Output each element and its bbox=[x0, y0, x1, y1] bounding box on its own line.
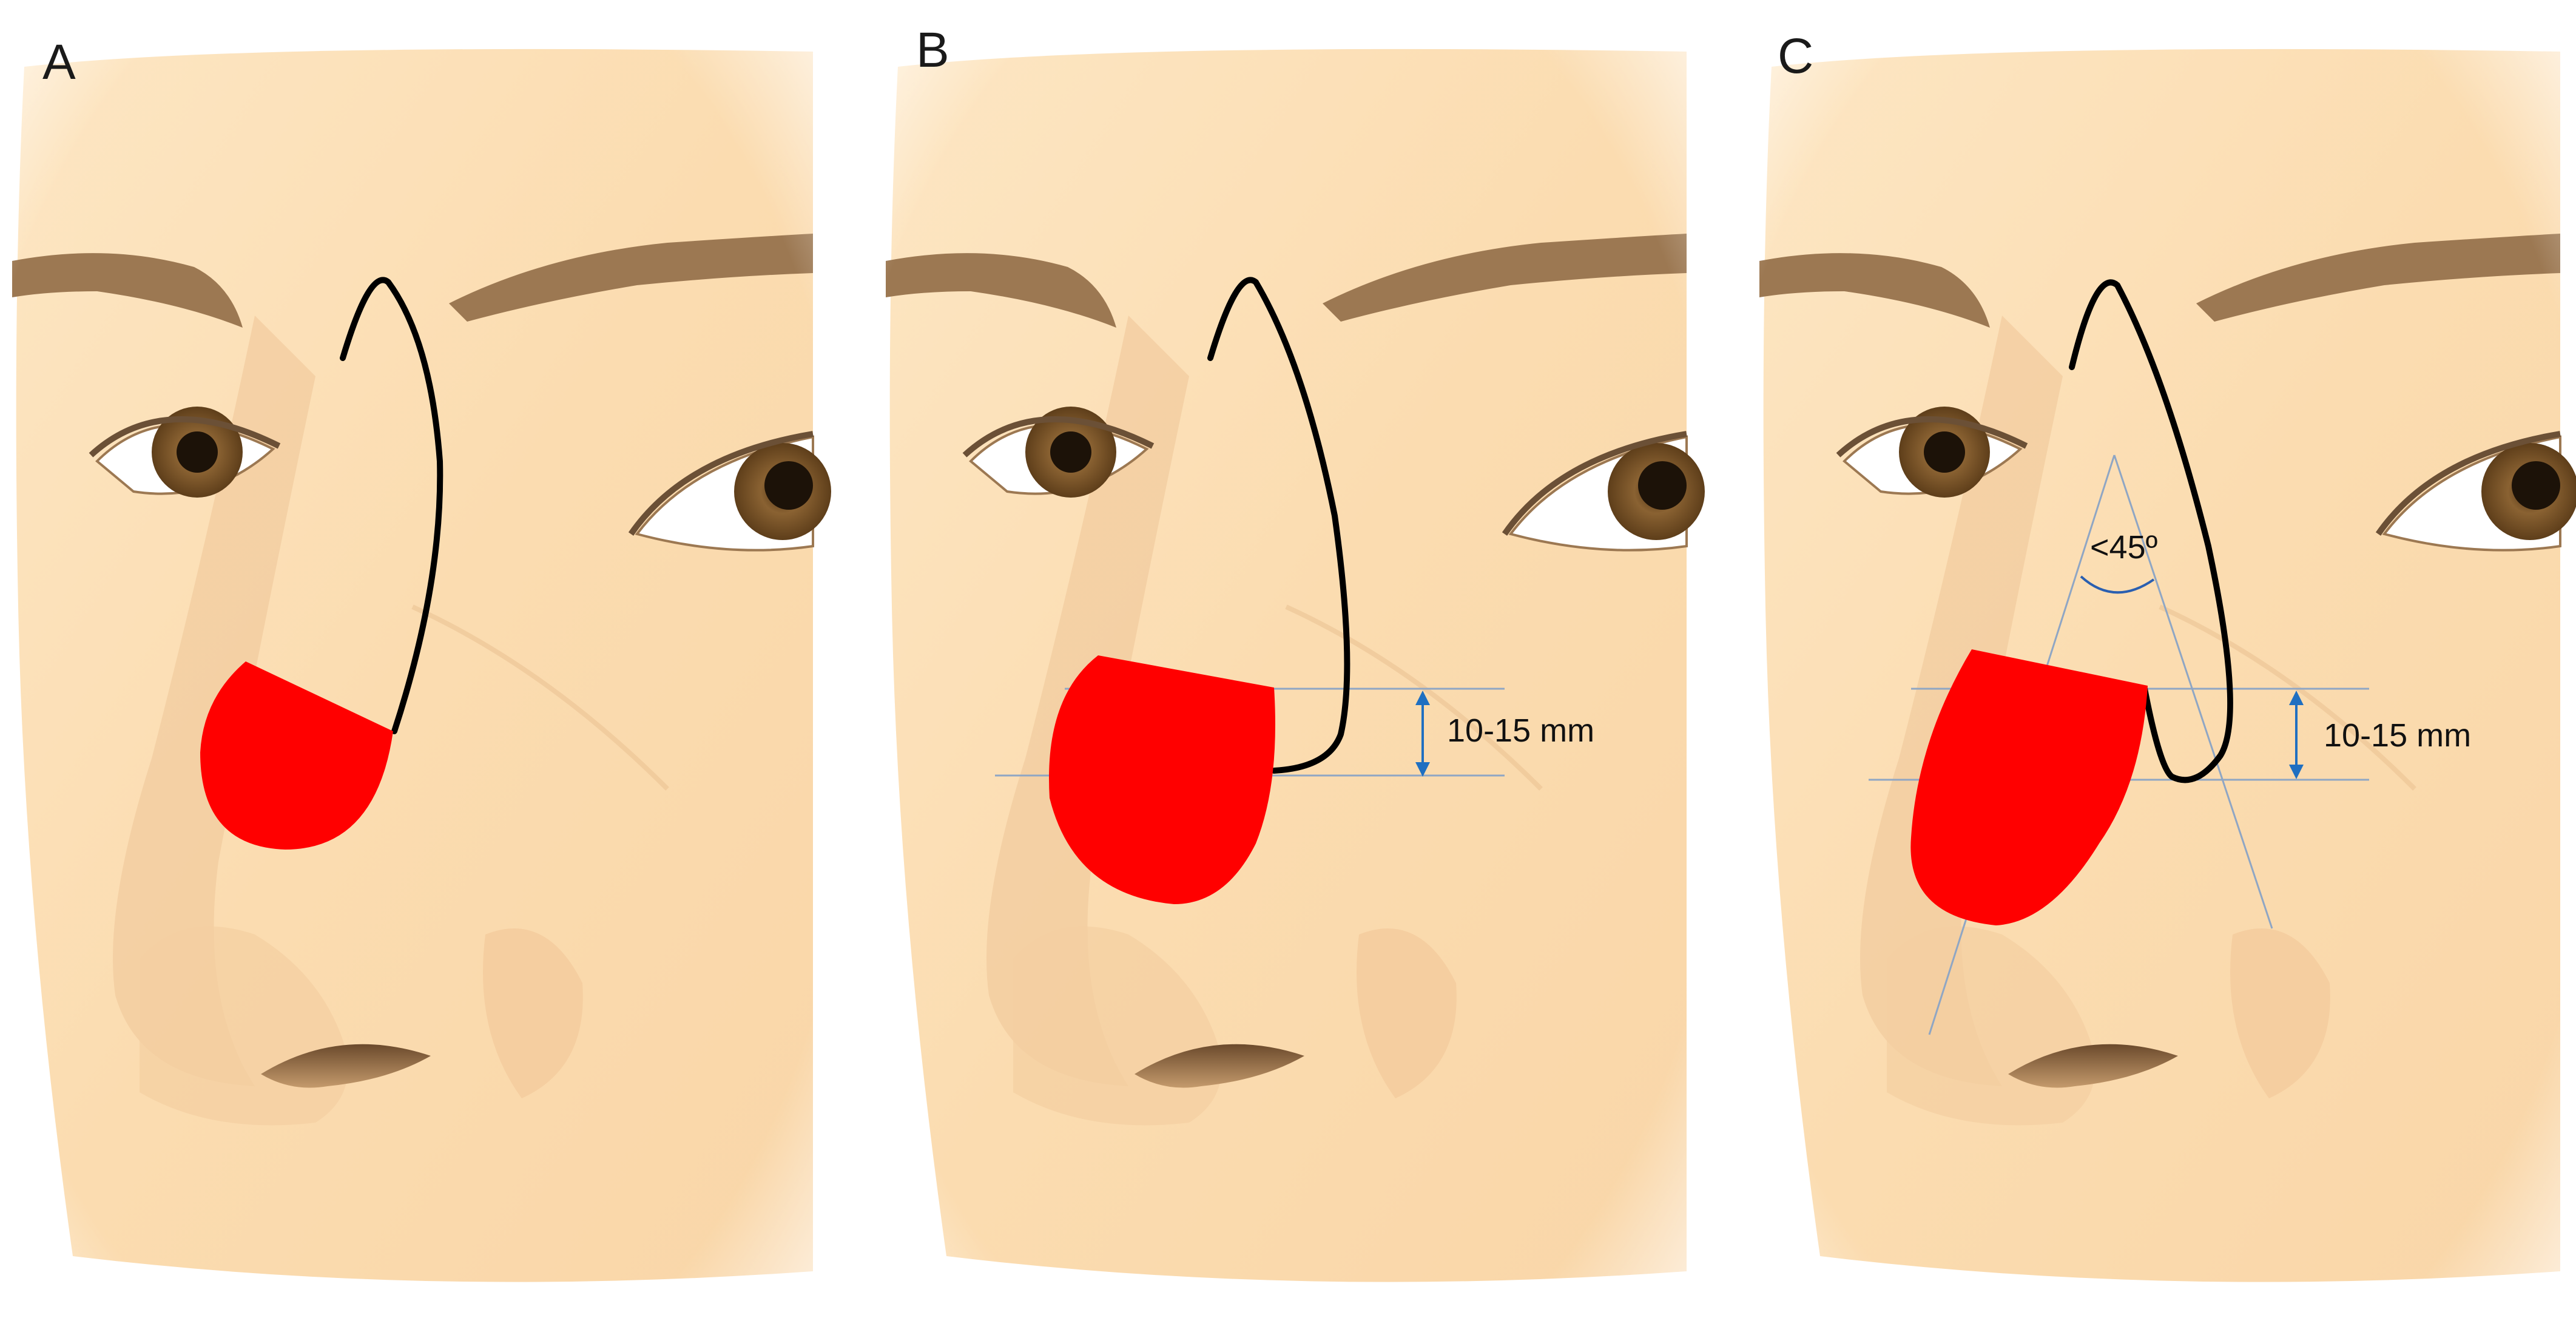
panel-b: B 10-15 mm bbox=[874, 0, 1705, 1335]
angle-arc-c bbox=[2080, 575, 2155, 594]
panel-label-c: C bbox=[1778, 29, 1813, 84]
face-illustration-c bbox=[1747, 0, 2576, 1335]
panel-c: C <45º 10-15 mm bbox=[1747, 0, 2576, 1335]
angle-label-c: <45º bbox=[2090, 529, 2158, 566]
defect-a bbox=[200, 661, 393, 850]
panel-label-b: B bbox=[916, 22, 949, 78]
incision-line-b bbox=[1207, 277, 1350, 774]
measurement-label-c: 10-15 mm bbox=[2324, 717, 2471, 754]
panel-a: A bbox=[0, 0, 831, 1335]
measurement-label-b: 10-15 mm bbox=[1447, 712, 1594, 749]
incision-line-a bbox=[340, 277, 443, 734]
defect-b bbox=[1049, 655, 1275, 904]
angle-guide-right-c bbox=[2113, 455, 2273, 929]
incision-line-c bbox=[2069, 279, 2233, 783]
face-illustration-b bbox=[874, 0, 1705, 1335]
defect-c bbox=[1910, 649, 2148, 925]
panel-label-a: A bbox=[42, 35, 76, 90]
